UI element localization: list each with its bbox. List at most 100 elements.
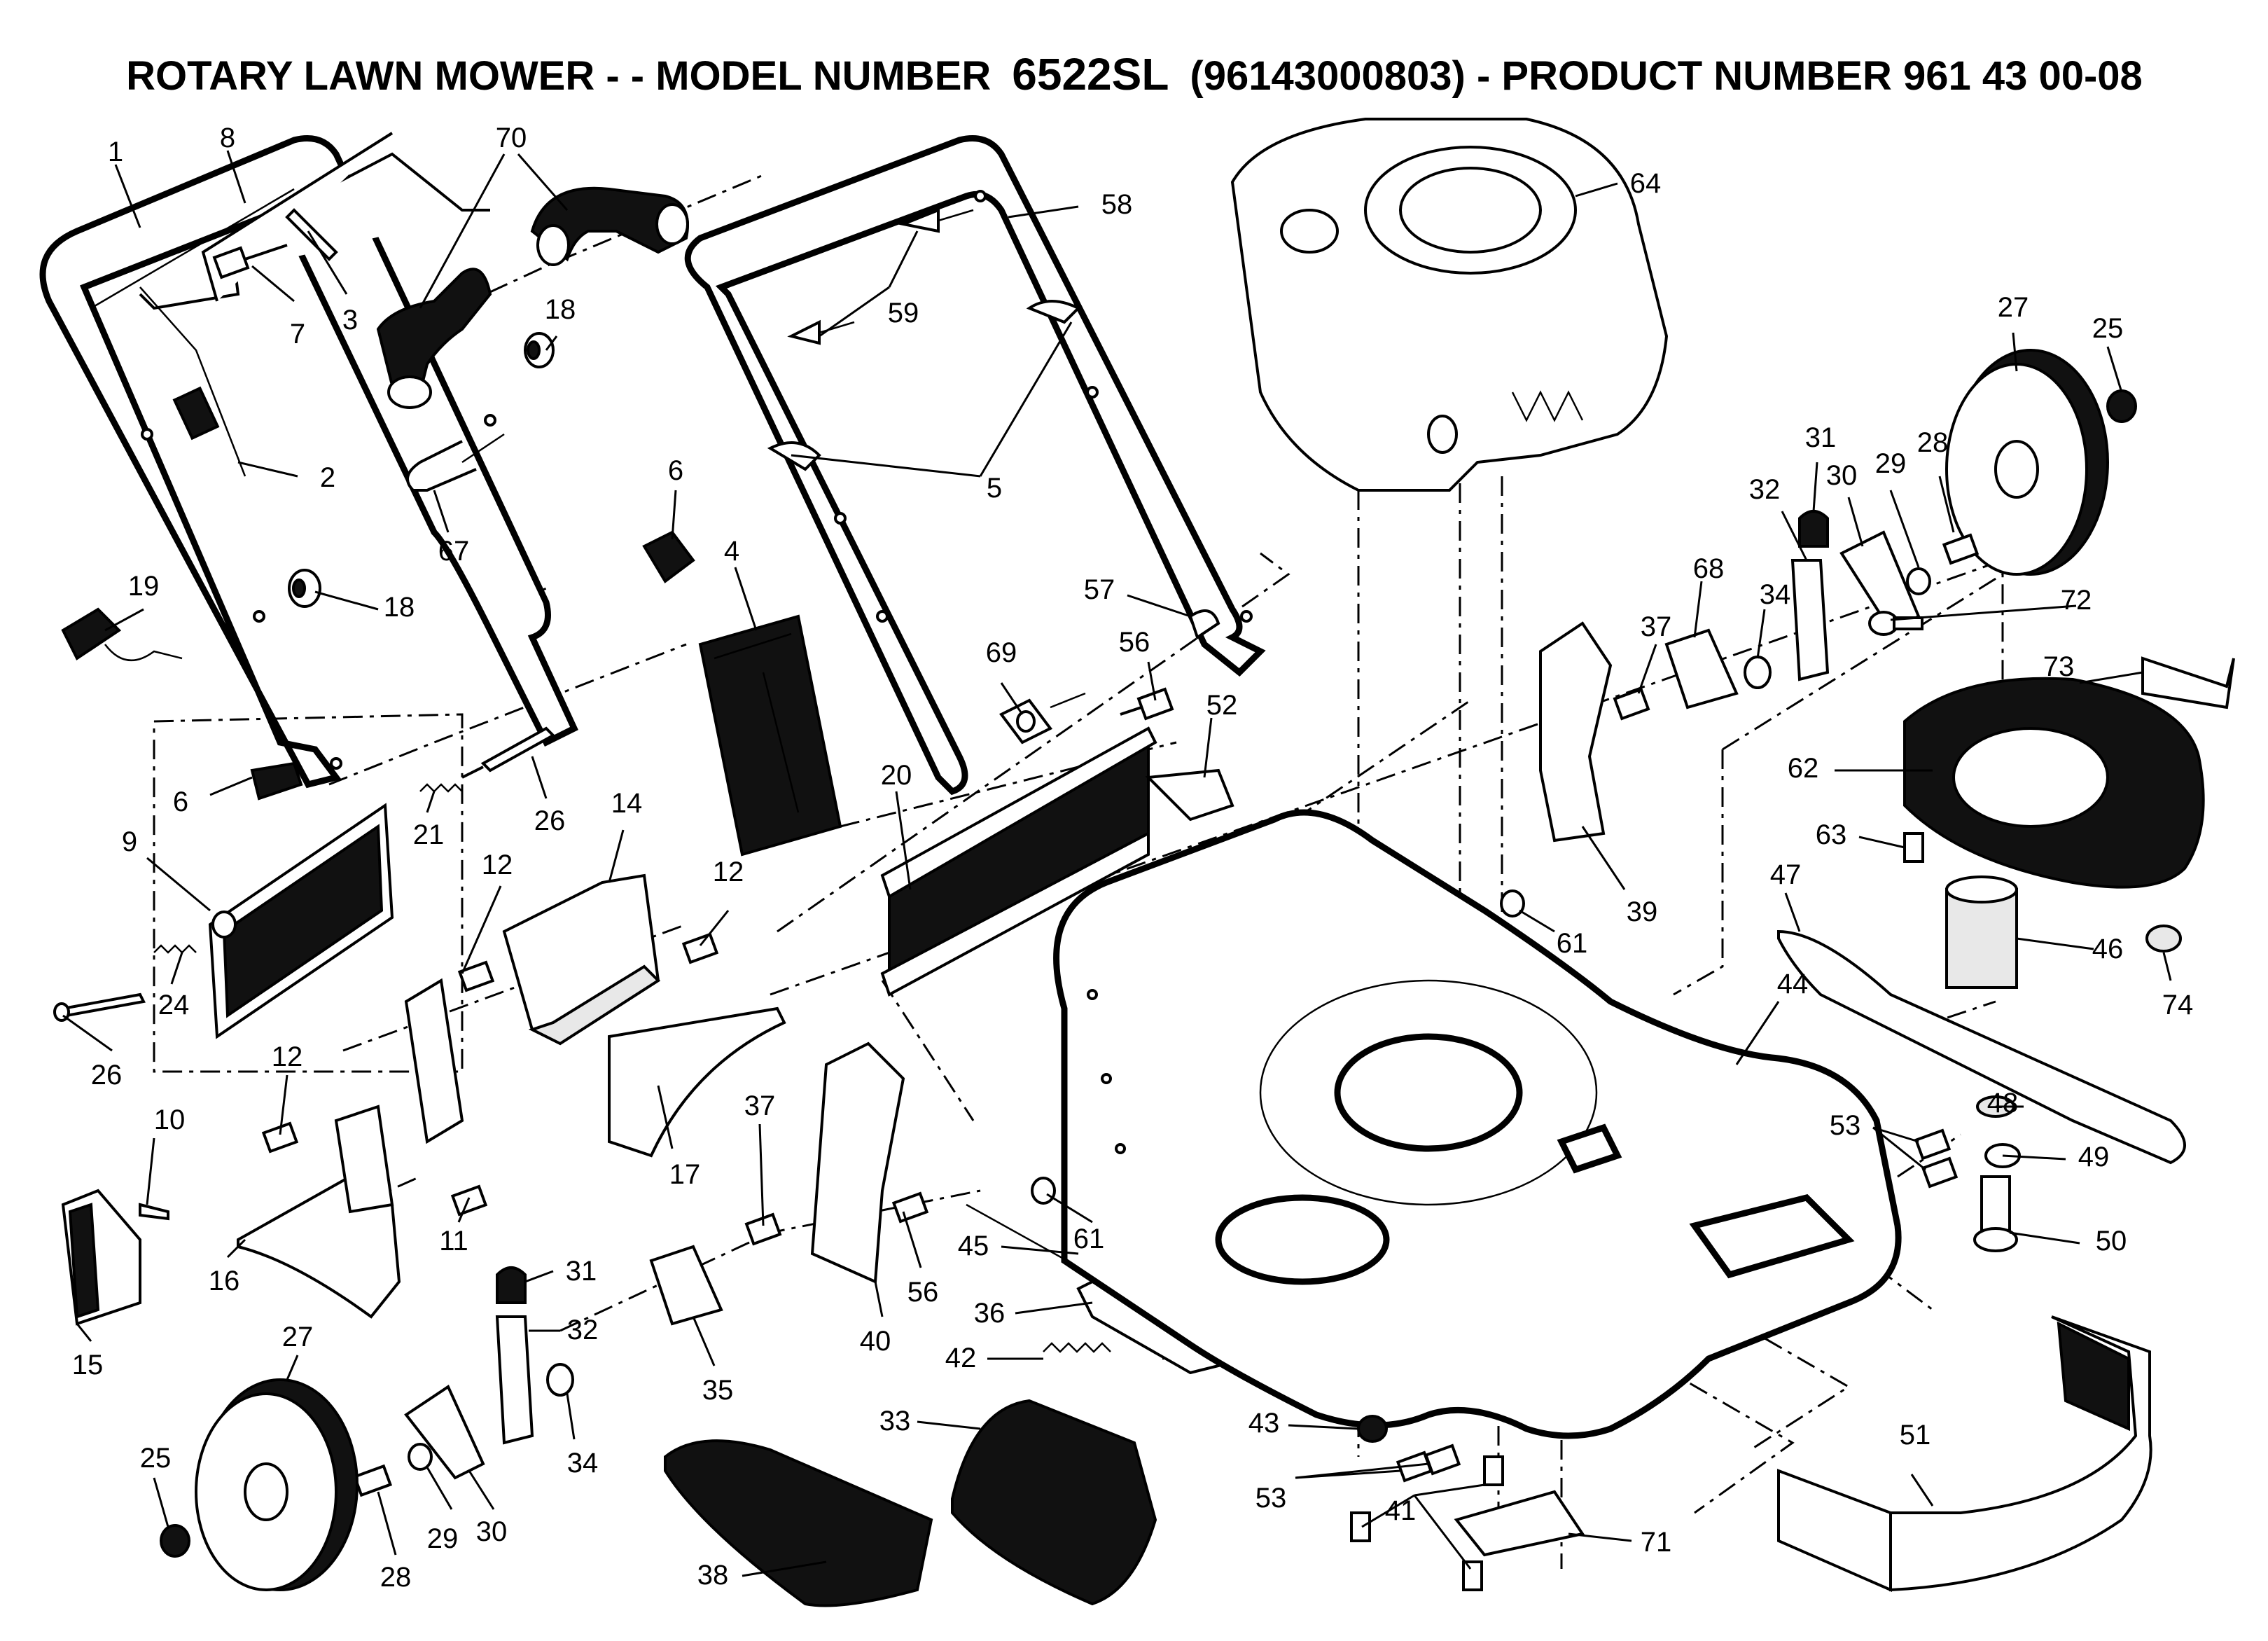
- spacer-34-upper: [1744, 656, 1772, 689]
- callout-15: 15: [72, 1350, 104, 1380]
- washer-29-lower: [408, 1443, 433, 1471]
- mower-deck-44: [1053, 809, 1902, 1439]
- callout-53: 53: [1830, 1110, 1861, 1141]
- callout-32: 32: [567, 1315, 599, 1345]
- front-baffle-51: [1777, 1315, 2152, 1593]
- engine-64: [1230, 118, 1669, 492]
- callout-56: 56: [907, 1277, 939, 1308]
- plate-16: [237, 1105, 401, 1319]
- callout-61: 61: [1073, 1224, 1105, 1254]
- control-cable: [139, 286, 246, 477]
- callout-37: 37: [1641, 611, 1672, 642]
- callout-61: 61: [1557, 928, 1588, 959]
- bolts-53-lower: [1396, 1443, 1461, 1483]
- callout-26: 26: [91, 1060, 123, 1090]
- callout-32: 32: [1749, 474, 1781, 505]
- bolt-37-lower: [744, 1212, 782, 1246]
- blade-bolt-50: [1973, 1175, 2018, 1252]
- bag-cover-4: [698, 614, 842, 857]
- callout-70: 70: [496, 123, 527, 153]
- callout-12: 12: [272, 1041, 303, 1072]
- mulch-plate-17: [608, 1006, 786, 1158]
- callout-28: 28: [380, 1562, 412, 1593]
- title-model: 6522SL: [1012, 49, 1169, 99]
- blade-baffle-62: [1903, 677, 2205, 889]
- callout-74: 74: [2162, 990, 2194, 1020]
- callout-59: 59: [888, 298, 919, 328]
- callout-56: 56: [1119, 627, 1150, 658]
- callout-7: 7: [290, 319, 305, 349]
- handle-knob-6-upper: [642, 530, 695, 583]
- bolt-37-upper: [1613, 687, 1650, 721]
- callout-44: 44: [1777, 969, 1809, 999]
- callout-11: 11: [439, 1226, 468, 1256]
- callout-19: 19: [128, 571, 160, 602]
- callout-25: 25: [140, 1443, 172, 1474]
- callout-18: 18: [545, 294, 576, 325]
- callout-6: 6: [173, 787, 188, 817]
- nut-74: [2145, 925, 2182, 953]
- callout-50: 50: [2096, 1226, 2127, 1256]
- adapter-46: [1945, 875, 2018, 989]
- callout-31: 31: [566, 1256, 597, 1287]
- bolts-59: [787, 208, 974, 345]
- callout-40: 40: [860, 1326, 891, 1357]
- callout-25: 25: [2092, 313, 2124, 344]
- callout-67: 67: [438, 536, 470, 567]
- spring-21: [419, 783, 463, 793]
- callout-30: 30: [476, 1516, 508, 1547]
- bolt-12-a: [457, 960, 495, 992]
- callout-52: 52: [1206, 690, 1238, 721]
- bracket-73: [2141, 656, 2235, 709]
- title-suffix: (96143000803) - PRODUCT NUMBER 961 43 00…: [1190, 53, 2142, 99]
- callout-69: 69: [986, 637, 1017, 668]
- callout-10: 10: [154, 1105, 186, 1135]
- spring-24: [153, 944, 197, 954]
- u-bolt-67: [406, 433, 505, 492]
- callout-53: 53: [1255, 1483, 1287, 1514]
- bracket-71: [1454, 1490, 1585, 1557]
- callout-43: 43: [1248, 1408, 1280, 1439]
- hose-upper: [530, 186, 689, 266]
- callout-12: 12: [713, 857, 744, 887]
- callout-4: 4: [724, 536, 739, 567]
- bolt-7: [212, 244, 288, 279]
- bracket-15: [61, 1189, 141, 1326]
- bolt-12-c: [261, 1121, 299, 1154]
- callout-33: 33: [879, 1406, 911, 1436]
- callout-9: 9: [122, 826, 137, 857]
- nut-25-lower: [160, 1524, 190, 1558]
- callout-29: 29: [1875, 448, 1907, 479]
- callout-46: 46: [2092, 934, 2124, 964]
- handle-knob-6-lower: [250, 761, 303, 801]
- callout-21: 21: [413, 819, 445, 850]
- callout-51: 51: [1900, 1420, 1931, 1450]
- callout-68: 68: [1693, 553, 1725, 584]
- bracket-14: [502, 873, 661, 1046]
- callout-27: 27: [1998, 292, 2029, 323]
- rear-door-9: [208, 803, 394, 1039]
- callout-17: 17: [669, 1159, 701, 1190]
- bolt-56-lower: [891, 1191, 929, 1224]
- callout-14: 14: [611, 788, 643, 819]
- callout-57: 57: [1084, 574, 1115, 605]
- knob-19: [61, 607, 183, 662]
- callout-26: 26: [534, 805, 566, 836]
- hose-lower: [376, 268, 492, 409]
- callout-64: 64: [1630, 168, 1662, 199]
- bracket-30-lower: [404, 1385, 485, 1480]
- washer-29-upper: [1906, 567, 1931, 595]
- callout-16: 16: [209, 1266, 240, 1296]
- callout-41: 41: [1385, 1495, 1417, 1526]
- callout-6: 6: [668, 455, 683, 486]
- callout-35: 35: [702, 1375, 734, 1406]
- callout-62: 62: [1788, 753, 1819, 784]
- callout-8: 8: [220, 123, 235, 153]
- spring-42: [1043, 1342, 1111, 1353]
- callout-63: 63: [1816, 819, 1847, 850]
- rear-flap-20: [880, 726, 1157, 997]
- deflector-52: [1145, 768, 1234, 822]
- callout-73: 73: [2043, 651, 2075, 682]
- arm-32-lower: [495, 1315, 534, 1445]
